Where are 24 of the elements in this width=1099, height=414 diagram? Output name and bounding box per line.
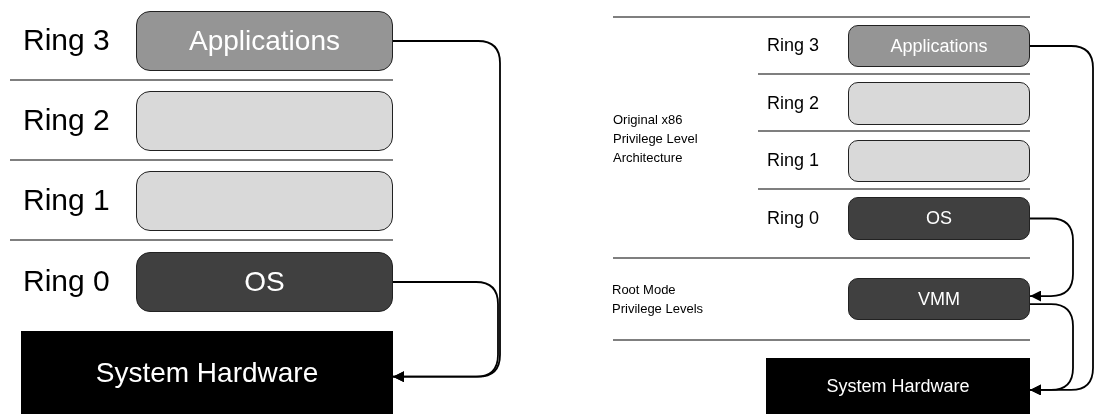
ring-label: Ring 2 xyxy=(767,92,820,114)
layer-box xyxy=(136,171,393,231)
arrow xyxy=(392,281,499,383)
ring-label: Ring 0 xyxy=(767,207,820,229)
layer-box: VMM xyxy=(848,278,1030,320)
ring-label: Ring 3 xyxy=(23,23,110,57)
layer-box xyxy=(848,140,1030,182)
arrow xyxy=(1029,217,1074,302)
hardware-box: System Hardware xyxy=(766,358,1030,414)
hardware-box: System Hardware xyxy=(21,331,393,414)
ring-label: Ring 0 xyxy=(23,264,110,298)
layer-box xyxy=(848,82,1030,125)
ring-label: Ring 2 xyxy=(23,103,110,137)
ring-label: Ring 1 xyxy=(767,150,820,171)
ring-label: Ring 3 xyxy=(767,35,820,56)
layer-box: OS xyxy=(848,197,1030,240)
side-note: Original x86 Privilege Level Architecture xyxy=(613,111,699,167)
arrow xyxy=(1029,303,1074,396)
layer-box xyxy=(136,91,393,151)
ring-label: Ring 1 xyxy=(23,183,110,217)
layer-box: Applications xyxy=(136,11,393,71)
layer-box: OS xyxy=(136,252,393,312)
layer-box: Applications xyxy=(848,25,1030,67)
side-note: Root Mode Privilege Levels xyxy=(612,281,705,318)
